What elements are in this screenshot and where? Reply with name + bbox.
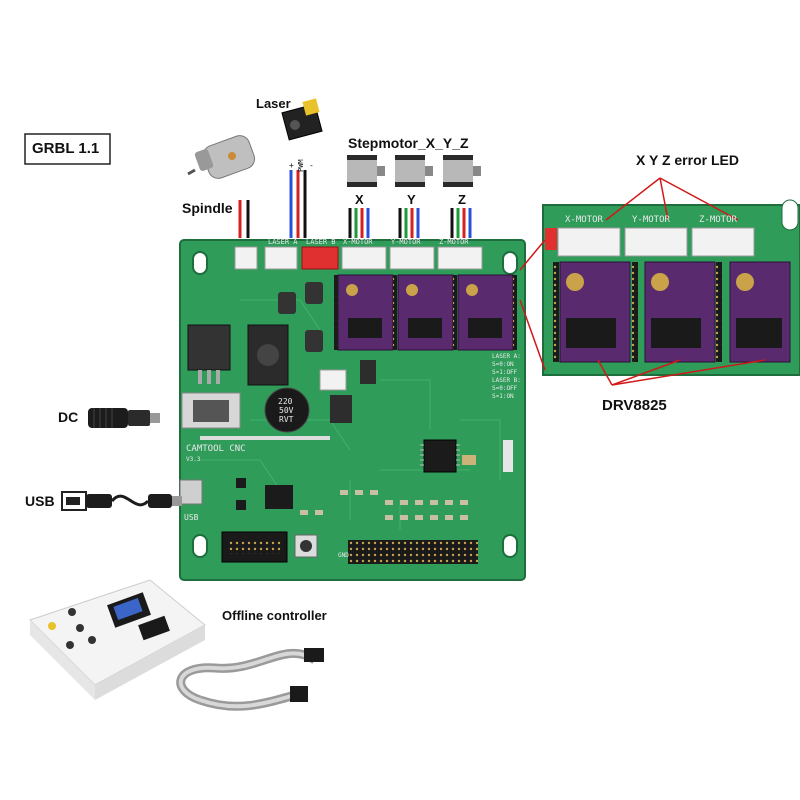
laser-pwm-mark: PWM	[297, 159, 305, 172]
silkscreen-bar	[200, 436, 330, 440]
laser-plus-mark: +	[289, 161, 294, 170]
zoom-x-connector	[557, 227, 621, 257]
silk-laser-note: S=1:ON	[492, 393, 514, 400]
silk-usb: USB	[184, 513, 199, 522]
zoom-silk-x-motor: X-MOTOR	[565, 215, 604, 225]
grbl-box	[24, 133, 111, 165]
silk-laser-b: LASER B	[306, 238, 336, 246]
silk-board-version: V3.3	[186, 456, 201, 463]
spindle-label: Spindle	[182, 200, 233, 216]
silk-gnd: GND	[338, 552, 349, 559]
usb-port	[179, 479, 203, 505]
silk-cap-voltage: 50V	[279, 406, 294, 415]
zoom-inset	[542, 199, 800, 376]
stepper-motors-icon	[347, 155, 481, 187]
ribbon-cable-icon	[176, 648, 324, 711]
spindle-connector	[234, 246, 258, 270]
laser-label: Laser	[256, 96, 291, 111]
laser-b-connector	[301, 246, 339, 270]
silk-cap-series: RVT	[279, 415, 294, 424]
x-motor-label: X	[355, 192, 364, 207]
laser-a-connector	[264, 246, 298, 270]
fan-connector	[319, 369, 347, 391]
zoom-silk-y-motor: Y-MOTOR	[632, 215, 671, 225]
spindle-motor-icon	[187, 135, 256, 179]
silk-cap-value: 220	[278, 397, 293, 406]
silk-laser-note: LASER B:	[492, 377, 521, 384]
zoom-z-connector	[691, 227, 755, 257]
small-capacitor	[278, 292, 296, 314]
silk-y-motor: Y-MOTOR	[391, 238, 421, 246]
silk-z-motor: Z-MOTOR	[439, 238, 469, 246]
main-pcb-board	[179, 239, 526, 581]
gpio-header	[348, 540, 478, 564]
x-motor-connector	[341, 246, 387, 270]
annotation-arrows	[519, 177, 766, 386]
silk-laser-note: LASER A:	[492, 353, 521, 360]
y-motor-label: Y	[407, 192, 416, 207]
silk-laser-note: S=1:OFF	[492, 369, 518, 376]
silk-board-name: CAMTOOL CNC	[186, 444, 246, 454]
zoom-silk-z-motor: Z-MOTOR	[699, 215, 738, 225]
voltage-regulator	[187, 324, 231, 371]
driver-modules	[334, 274, 517, 351]
dc-label: DC	[58, 409, 79, 425]
offline-controller-icon	[29, 579, 206, 700]
usb-label: USB	[25, 493, 55, 509]
error-led-label: X Y Z error LED	[636, 152, 739, 168]
drv8825-label: DRV8825	[602, 397, 667, 414]
main-capacitor	[264, 387, 310, 433]
zoom-y-connector	[624, 227, 688, 257]
z-motor-label: Z	[458, 192, 466, 207]
silk-x-motor: X-MOTOR	[343, 238, 373, 246]
grbl-version-label: GRBL 1.1	[32, 140, 100, 157]
mounting-holes	[192, 251, 518, 558]
usb-cable-icon	[61, 491, 182, 511]
silk-laser-note: S=0:ON	[492, 361, 514, 368]
dc-plug-icon	[88, 408, 160, 428]
zoom-mounting-hole	[781, 199, 799, 231]
silk-laser-note: S=0:OFF	[492, 385, 518, 392]
offline-controller-label: Offline controller	[222, 608, 327, 623]
wires	[238, 170, 472, 238]
z-motor-connector	[437, 246, 483, 270]
laser-module-icon	[281, 98, 323, 141]
laser-minus-mark: -	[309, 161, 314, 170]
y-motor-connector	[389, 246, 435, 270]
microcontroller	[423, 439, 457, 473]
silk-laser-a: LASER A	[268, 238, 298, 246]
stepmotor-label: Stepmotor_X_Y_Z	[348, 135, 469, 151]
